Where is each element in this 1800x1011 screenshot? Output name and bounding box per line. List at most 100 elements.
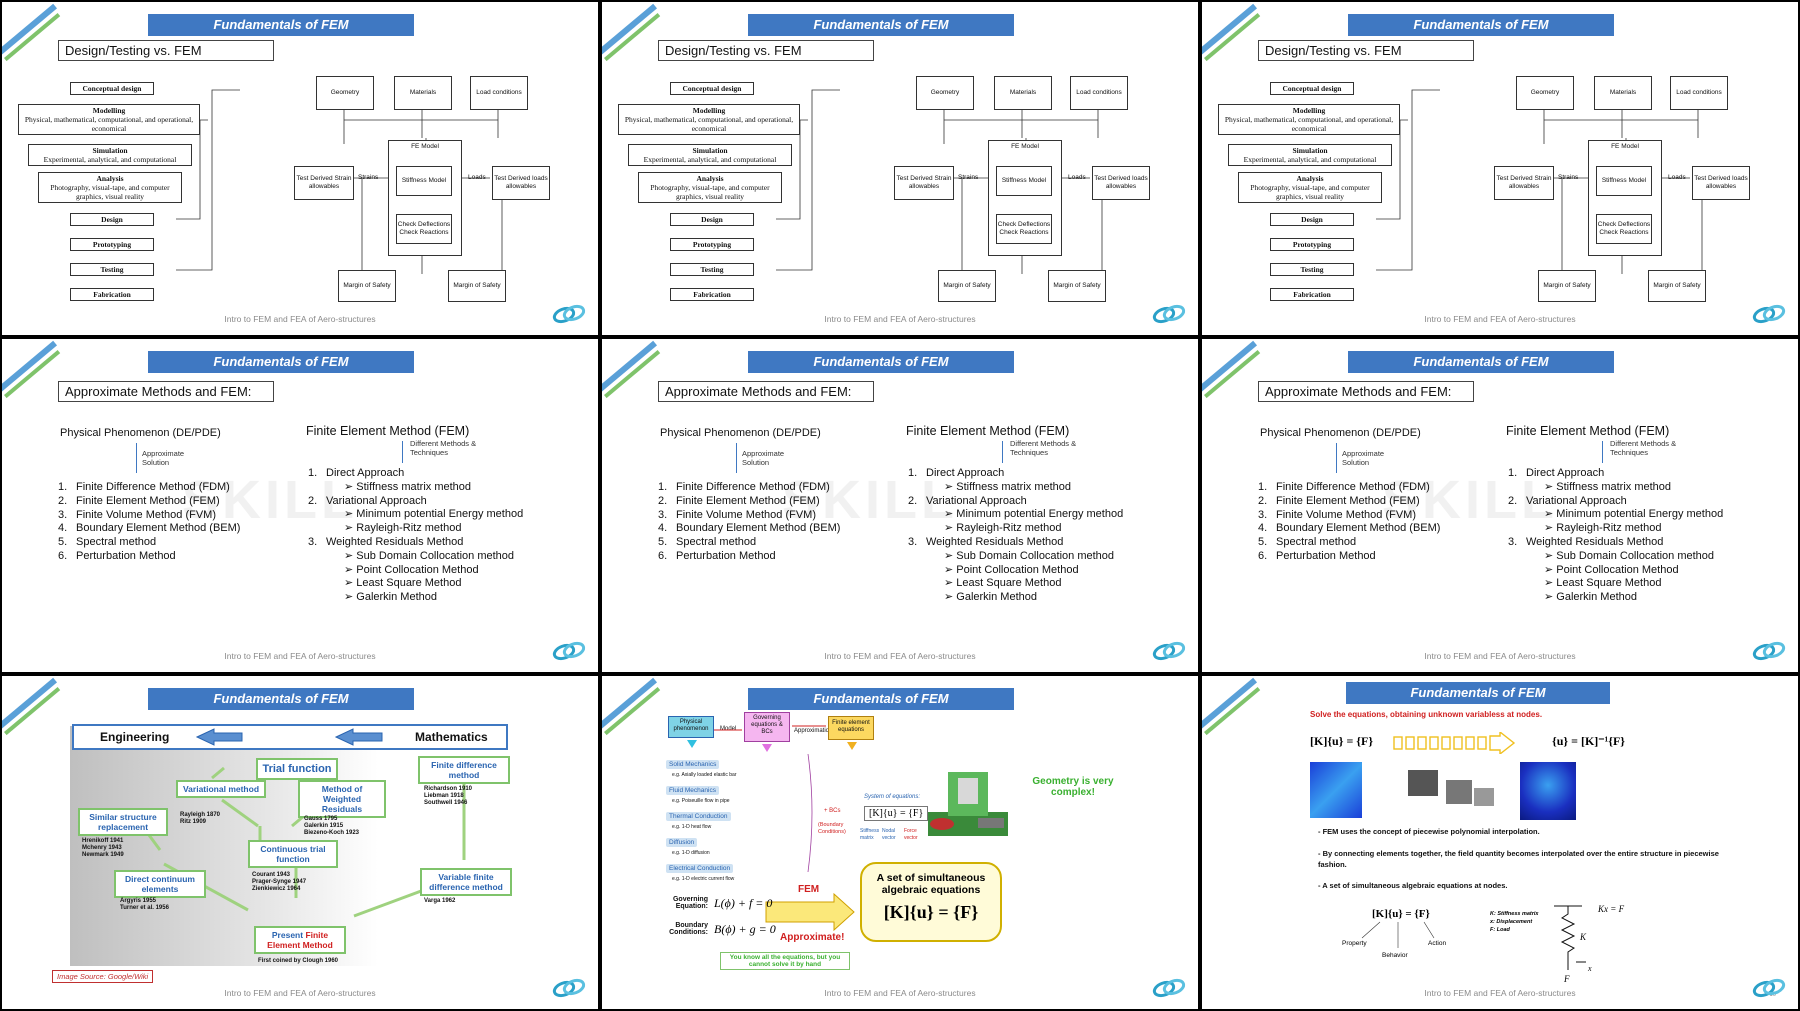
box-load-conditions: Load conditions xyxy=(470,76,528,110)
sub-item: ➢ Rayleigh-Ritz method xyxy=(1544,522,1662,535)
field-diffusion: Diffusion xyxy=(666,838,698,847)
sub-item: ➢ Sub Domain Collocation method xyxy=(944,549,1115,562)
box-fabrication: Fabrication xyxy=(70,288,154,301)
know-note: You know all the equations, but you cann… xyxy=(720,952,850,970)
bnd-equation: B(ϕ) + g = 0 xyxy=(714,922,776,936)
similar-structure-box: Similar structure replacement xyxy=(78,808,168,836)
field-thermal: Thermal Conduction xyxy=(666,812,731,821)
label-strains: Strains xyxy=(358,174,379,181)
names-variational: Rayleigh 1870 Ritz 1909 xyxy=(180,812,221,825)
corner-stripe-blue xyxy=(602,340,658,392)
right-heading: Finite Element Method (FEM) xyxy=(306,424,470,438)
box-design: Design xyxy=(1270,213,1354,226)
legend-f: F: Load xyxy=(1490,927,1510,933)
sub-item: ➢ Galerkin Method xyxy=(1544,591,1637,604)
slide-5[interactable]: Fundamentals of FEM SKILL Approximate Me… xyxy=(602,339,1198,672)
fea-mesh-image-right xyxy=(1520,762,1576,820)
slide-title: Fundamentals of FEM xyxy=(1348,14,1614,36)
left-heading: Physical Phenomenon (DE/PDE) xyxy=(60,427,221,439)
slide-9[interactable]: Fundamentals of FEM Solve the equations,… xyxy=(1202,676,1798,1009)
approximate-label: Approximate! xyxy=(780,932,845,943)
sub-item: ➢ Point Collocation Method xyxy=(344,563,479,576)
box-prototyping: Prototyping xyxy=(1270,238,1354,251)
list-item: 5.Spectral method xyxy=(658,536,757,549)
gov-equation: L(ϕ) + f = 0 xyxy=(714,896,773,910)
header-bar xyxy=(72,724,508,750)
box-conceptual-design: Conceptual design xyxy=(70,82,154,95)
solve-arrow-icon xyxy=(1393,732,1516,754)
names-variable: Varga 1962 xyxy=(424,898,456,904)
simultaneous-label: A set of simultaneous algebraic equation… xyxy=(876,872,986,896)
gov-eq-label: Governing Equation: xyxy=(672,896,708,910)
list-item: 3.Finite Volume Method (FVM) xyxy=(58,508,216,521)
corner-stripe-blue xyxy=(2,340,58,392)
model-label: Model xyxy=(720,726,737,732)
label-strains: Strains xyxy=(958,174,979,181)
box-margin-of-safety-right: Margin of Safety xyxy=(448,270,506,302)
slide-7[interactable]: Fundamentals of FEM Engineering Mathemat… xyxy=(2,676,598,1009)
list-item: 2.Variational Approach xyxy=(1508,494,1627,507)
slide-subtitle: Design/Testing vs. FEM xyxy=(658,40,874,61)
list-item: 1.Finite Difference Method (FDM) xyxy=(658,481,830,493)
list-item: 5.Spectral method xyxy=(58,536,157,549)
left-arrow-label: Approximate Solution xyxy=(142,449,185,467)
box-stiffness-model: Stiffness Model xyxy=(996,166,1052,196)
slide-title: Fundamentals of FEM xyxy=(148,351,414,373)
box-stiffness-model: Stiffness Model xyxy=(1596,166,1652,196)
box-materials: Materials xyxy=(1594,76,1652,110)
watermark: SKILL xyxy=(782,470,958,530)
box-check-deflections: Check Deflections Check Reactions xyxy=(996,214,1052,244)
matrix-equation: [K]{u} = {F} xyxy=(883,902,979,922)
slide-8[interactable]: Fundamentals of FEM Physical phenomenon … xyxy=(602,676,1198,1009)
physical-phenomenon-box: Physical phenomenon xyxy=(668,716,714,738)
slide-6[interactable]: Fundamentals of FEM SKILL Approximate Me… xyxy=(1202,339,1798,672)
box-geometry: Geometry xyxy=(916,76,974,110)
slide-footer: Intro to FEM and FEA of Aero-structures xyxy=(824,314,976,324)
slide-2[interactable]: Fundamentals of FEM Design/Testing vs. F… xyxy=(602,2,1198,335)
sub-item: ➢ Rayleigh-Ritz method xyxy=(344,522,462,535)
left-heading: Physical Phenomenon (DE/PDE) xyxy=(1260,427,1421,439)
list-item: 1.Direct Approach xyxy=(1508,467,1605,479)
box-prototyping: Prototyping xyxy=(670,238,754,251)
sub-item: ➢ Point Collocation Method xyxy=(944,563,1079,576)
box-check-deflections: Check Deflections Check Reactions xyxy=(1596,214,1652,244)
slide-4[interactable]: Fundamentals of FEM SKILL Approximate Me… xyxy=(2,339,598,672)
kx-equation: Kx = F xyxy=(1598,904,1625,914)
list-item: 6.Perturbation Method xyxy=(1258,549,1376,562)
list-item: 1.Finite Difference Method (FDM) xyxy=(58,481,230,493)
equation-2: {u} = [K]⁻¹{F} xyxy=(1552,734,1626,748)
field-thermal-eg: e.g. 1-D heat flow xyxy=(672,824,712,830)
list-item: 6.Perturbation Method xyxy=(658,549,776,562)
sub-item: ➢ Least Square Method xyxy=(944,577,1062,590)
slide-1[interactable]: Fundamentals of FEM Design/Testing vs. F… xyxy=(2,2,598,335)
engineering-label: Engineering xyxy=(100,730,170,744)
chain-logo-icon xyxy=(1752,304,1786,324)
finite-difference-box: Finite difference method xyxy=(418,756,510,784)
slide-footer: Intro to FEM and FEA of Aero-structures xyxy=(1424,314,1576,324)
left-arrow-label: Approximate Solution xyxy=(1342,449,1385,467)
right-arrow-label: Different Methods & Techniques xyxy=(1010,439,1077,457)
left-heading: Physical Phenomenon (DE/PDE) xyxy=(660,427,821,439)
slide-3[interactable]: Fundamentals of FEM Design/Testing vs. F… xyxy=(1202,2,1798,335)
variational-box: Variational method xyxy=(176,780,266,798)
slide-footer: Intro to FEM and FEA of Aero-structures xyxy=(224,988,376,998)
list-item: 2.Finite Element Method (FEM) xyxy=(58,494,220,507)
list-item: 3.Weighted Residuals Method xyxy=(1508,535,1664,548)
list-item: 5.Spectral method xyxy=(1258,536,1357,549)
list-item: 1.Direct Approach xyxy=(908,467,1005,479)
chain-logo-icon xyxy=(1152,978,1186,998)
force-label: Force vector xyxy=(904,828,918,841)
sub-item: ➢ Sub Domain Collocation method xyxy=(1544,549,1715,562)
box-loads-allowables: Test Derived loads allowables xyxy=(492,166,550,200)
names-finite-diff: Richardson 1910 Liebman 1918 Southwell 1… xyxy=(424,786,473,806)
names-direct: Argyris 1955 Turner et al. 1956 xyxy=(120,898,169,911)
box-check-deflections: Check Deflections Check Reactions xyxy=(396,214,452,244)
fea-mesh-image-left xyxy=(1310,762,1362,818)
slide-subtitle: Approximate Methods and FEM: xyxy=(1258,381,1474,402)
sub-item: ➢ Minimum potential Energy method xyxy=(944,508,1124,521)
coined-note: First coined by Clough 1960 xyxy=(258,958,339,964)
right-heading: Finite Element Method (FEM) xyxy=(1506,424,1670,438)
